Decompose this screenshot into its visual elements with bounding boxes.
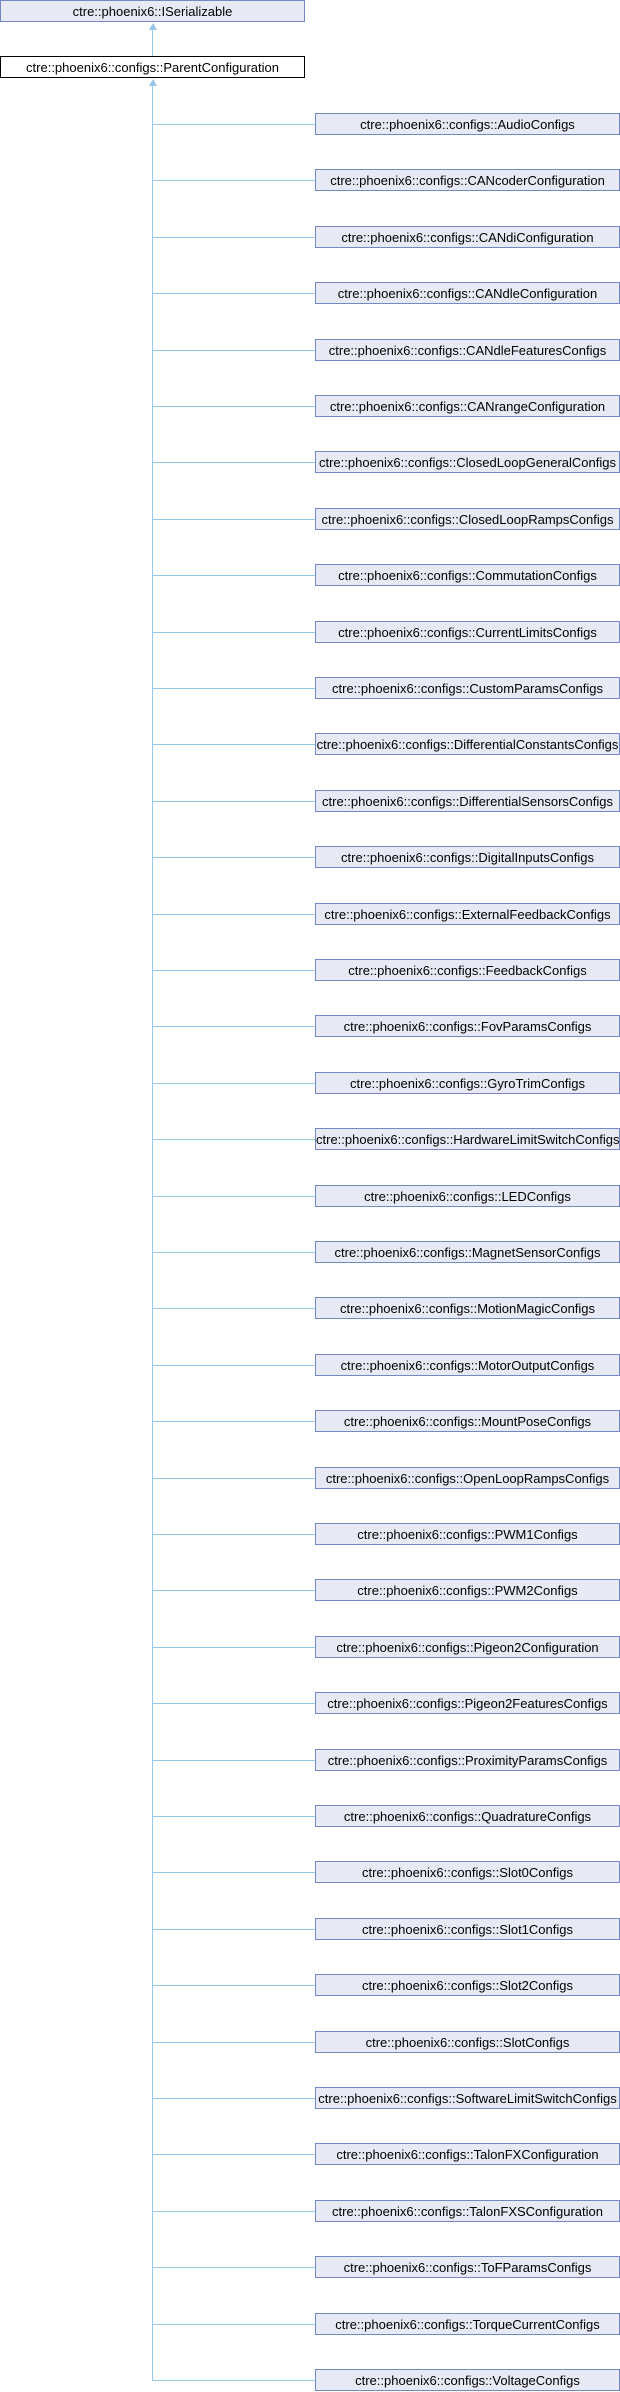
inheritance-edge — [152, 688, 315, 689]
inheritance-edge — [152, 1985, 315, 1986]
inheritance-edge — [152, 2042, 315, 2043]
derived-class-box[interactable]: ctre::phoenix6::configs::TalonFXSConfigu… — [315, 2200, 620, 2222]
derived-class-box[interactable]: ctre::phoenix6::configs::CustomParamsCon… — [315, 677, 620, 699]
inheritance-edge — [152, 519, 315, 520]
inheritance-edge — [152, 462, 315, 463]
derived-class-box[interactable]: ctre::phoenix6::configs::CANdleFeaturesC… — [315, 339, 620, 361]
derived-class-box[interactable]: ctre::phoenix6::configs::Slot1Configs — [315, 1918, 620, 1940]
derived-class-box[interactable]: ctre::phoenix6::configs::CANrangeConfigu… — [315, 395, 620, 417]
derived-class-box[interactable]: ctre::phoenix6::configs::DifferentialCon… — [315, 733, 620, 755]
derived-class-box[interactable]: ctre::phoenix6::configs::OpenLoopRampsCo… — [315, 1467, 620, 1489]
inheritance-arrow-icon — [149, 23, 157, 30]
inheritance-edge — [152, 1760, 315, 1761]
inheritance-edge — [152, 2267, 315, 2268]
inheritance-edge — [152, 1534, 315, 1535]
inheritance-edge — [152, 1421, 315, 1422]
inheritance-edge — [152, 1139, 315, 1140]
derived-class-box[interactable]: ctre::phoenix6::configs::Slot0Configs — [315, 1861, 620, 1883]
derived-class-box[interactable]: ctre::phoenix6::configs::VoltageConfigs — [315, 2369, 620, 2391]
derived-class-box[interactable]: ctre::phoenix6::configs::SlotConfigs — [315, 2031, 620, 2053]
derived-class-box[interactable]: ctre::phoenix6::configs::SoftwareLimitSw… — [315, 2087, 620, 2109]
inheritance-trunk — [152, 86, 153, 2381]
inheritance-edge — [152, 1703, 315, 1704]
derived-class-box[interactable]: ctre::phoenix6::configs::MotorOutputConf… — [315, 1354, 620, 1376]
derived-class-box[interactable]: ctre::phoenix6::configs::CANdleConfigura… — [315, 282, 620, 304]
derived-class-box[interactable]: ctre::phoenix6::configs::HardwareLimitSw… — [315, 1128, 620, 1150]
inheritance-edge — [152, 575, 315, 576]
inheritance-edge — [152, 2380, 315, 2381]
inheritance-edge — [152, 2324, 315, 2325]
inheritance-edge — [152, 26, 153, 56]
derived-class-box[interactable]: ctre::phoenix6::configs::CurrentLimitsCo… — [315, 621, 620, 643]
inheritance-edge — [152, 1647, 315, 1648]
derived-class-box[interactable]: ctre::phoenix6::configs::QuadratureConfi… — [315, 1805, 620, 1827]
inheritance-edge — [152, 124, 315, 125]
inheritance-edge — [152, 857, 315, 858]
inheritance-edge — [152, 1929, 315, 1930]
inheritance-edge — [152, 2098, 315, 2099]
inheritance-edge — [152, 350, 315, 351]
derived-class-box[interactable]: ctre::phoenix6::configs::Slot2Configs — [315, 1974, 620, 1996]
derived-class-box[interactable]: ctre::phoenix6::configs::ToFParamsConfig… — [315, 2256, 620, 2278]
inheritance-edge — [152, 1872, 315, 1873]
derived-class-box[interactable]: ctre::phoenix6::configs::CommutationConf… — [315, 564, 620, 586]
inheritance-edge — [152, 180, 315, 181]
derived-class-box[interactable]: ctre::phoenix6::configs::ProximityParams… — [315, 1749, 620, 1771]
current-class-parent-configuration: ctre::phoenix6::configs::ParentConfigura… — [0, 56, 305, 78]
inheritance-edge — [152, 1365, 315, 1366]
derived-class-box[interactable]: ctre::phoenix6::configs::ClosedLoopRamps… — [315, 508, 620, 530]
inheritance-edge — [152, 1083, 315, 1084]
derived-class-box[interactable]: ctre::phoenix6::configs::FovParamsConfig… — [315, 1015, 620, 1037]
inheritance-edge — [152, 237, 315, 238]
inheritance-edge — [152, 1026, 315, 1027]
inheritance-edge — [152, 970, 315, 971]
derived-class-box[interactable]: ctre::phoenix6::configs::MountPoseConfig… — [315, 1410, 620, 1432]
inheritance-edge — [152, 914, 315, 915]
derived-class-box[interactable]: ctre::phoenix6::configs::CANdiConfigurat… — [315, 226, 620, 248]
inheritance-edge — [152, 2211, 315, 2212]
derived-class-box[interactable]: ctre::phoenix6::configs::Pigeon2Features… — [315, 1692, 620, 1714]
inheritance-edge — [152, 2154, 315, 2155]
derived-class-box[interactable]: ctre::phoenix6::configs::CANcoderConfigu… — [315, 169, 620, 191]
derived-class-box[interactable]: ctre::phoenix6::configs::Pigeon2Configur… — [315, 1636, 620, 1658]
inheritance-edge — [152, 1308, 315, 1309]
inheritance-edge — [152, 293, 315, 294]
derived-class-box[interactable]: ctre::phoenix6::configs::MotionMagicConf… — [315, 1297, 620, 1319]
derived-class-box[interactable]: ctre::phoenix6::configs::PWM2Configs — [315, 1579, 620, 1601]
derived-class-box[interactable]: ctre::phoenix6::configs::ExternalFeedbac… — [315, 903, 620, 925]
derived-class-box[interactable]: ctre::phoenix6::configs::AudioConfigs — [315, 113, 620, 135]
inheritance-edge — [152, 1196, 315, 1197]
derived-class-box[interactable]: ctre::phoenix6::configs::TalonFXConfigur… — [315, 2143, 620, 2165]
derived-class-box[interactable]: ctre::phoenix6::configs::FeedbackConfigs — [315, 959, 620, 981]
inheritance-edge — [152, 1816, 315, 1817]
inheritance-edge — [152, 1590, 315, 1591]
derived-class-box[interactable]: ctre::phoenix6::configs::LEDConfigs — [315, 1185, 620, 1207]
derived-class-box[interactable]: ctre::phoenix6::configs::GyroTrimConfigs — [315, 1072, 620, 1094]
inheritance-edge — [152, 1252, 315, 1253]
inheritance-edge — [152, 632, 315, 633]
inheritance-edge — [152, 744, 315, 745]
inheritance-arrow-icon — [149, 79, 157, 86]
derived-class-box[interactable]: ctre::phoenix6::configs::MagnetSensorCon… — [315, 1241, 620, 1263]
derived-class-box[interactable]: ctre::phoenix6::configs::ClosedLoopGener… — [315, 451, 620, 473]
base-class-iserializable[interactable]: ctre::phoenix6::ISerializable — [0, 0, 305, 22]
inheritance-edge — [152, 1478, 315, 1479]
derived-class-box[interactable]: ctre::phoenix6::configs::DigitalInputsCo… — [315, 846, 620, 868]
inheritance-edge — [152, 801, 315, 802]
derived-class-box[interactable]: ctre::phoenix6::configs::DifferentialSen… — [315, 790, 620, 812]
derived-class-box[interactable]: ctre::phoenix6::configs::PWM1Configs — [315, 1523, 620, 1545]
derived-class-box[interactable]: ctre::phoenix6::configs::TorqueCurrentCo… — [315, 2313, 620, 2335]
inheritance-edge — [152, 406, 315, 407]
